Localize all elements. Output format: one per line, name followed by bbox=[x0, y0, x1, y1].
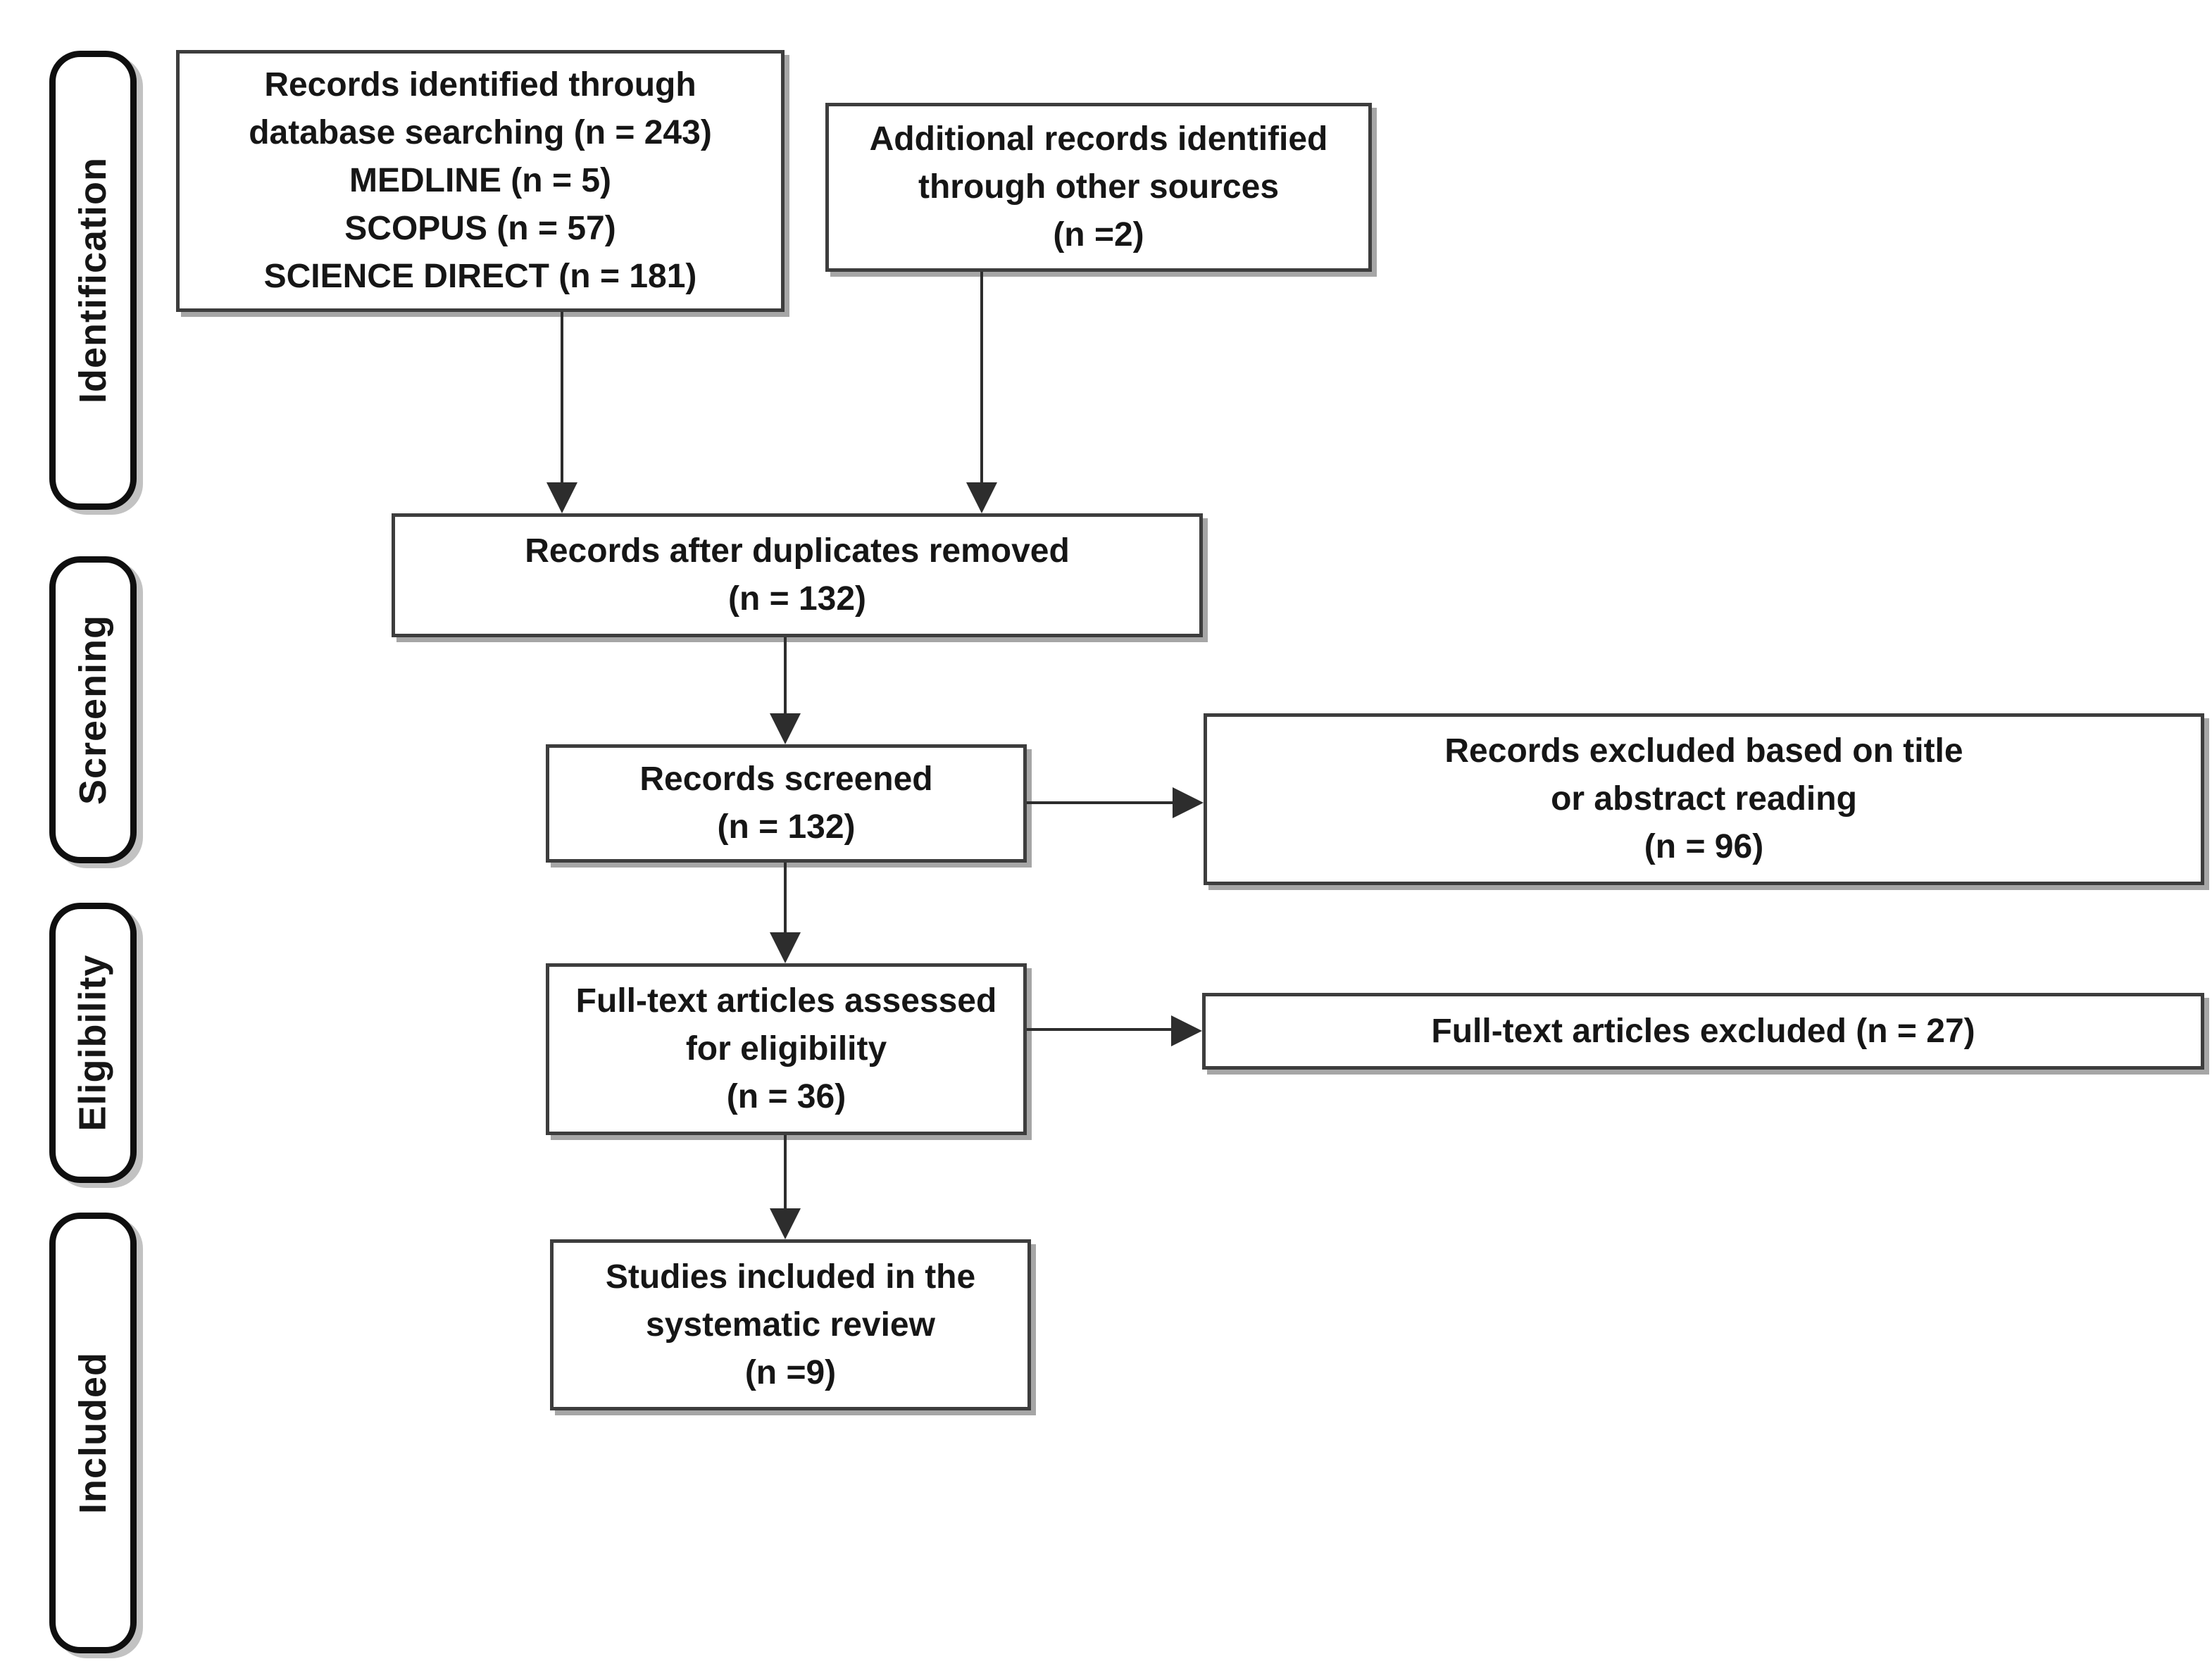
arrow-assessed-to-fulltext-excluded-head-icon bbox=[1171, 1015, 1202, 1046]
arrow-assessed-to-included-line bbox=[784, 1135, 787, 1210]
arrow-screened-to-assessed-head-icon bbox=[770, 932, 801, 963]
stage-screening-label: Screening bbox=[72, 614, 114, 806]
box-fulltext-excluded: Full-text articles excluded (n = 27) bbox=[1202, 993, 2204, 1070]
box-fulltext-assessed-text: Full-text articles assessed for eligibil… bbox=[575, 982, 997, 1115]
box-fulltext-assessed: Full-text articles assessed for eligibil… bbox=[546, 963, 1027, 1135]
arrow-screened-to-excluded-line bbox=[1027, 801, 1174, 804]
arrow-screened-to-assessed-line bbox=[784, 863, 787, 934]
arrow-identified-to-duplicates-line bbox=[561, 312, 563, 484]
box-fulltext-excluded-text: Full-text articles excluded (n = 27) bbox=[1431, 1012, 1975, 1050]
stage-eligibility: Eligibility bbox=[49, 903, 137, 1183]
arrow-assessed-to-fulltext-excluded-line bbox=[1027, 1028, 1173, 1031]
box-records-screened: Records screened (n = 132) bbox=[546, 744, 1027, 863]
stage-identification: Identification bbox=[49, 51, 137, 510]
arrow-additional-to-duplicates-line bbox=[980, 272, 983, 484]
arrow-duplicates-to-screened-line bbox=[784, 637, 787, 715]
stage-eligibility-label: Eligibility bbox=[72, 954, 114, 1132]
arrow-duplicates-to-screened-head-icon bbox=[770, 713, 801, 744]
stage-included-label: Included bbox=[72, 1351, 115, 1515]
box-records-excluded-text: Records excluded based on title or abstr… bbox=[1444, 732, 1963, 865]
box-studies-included: Studies included in the systematic revie… bbox=[550, 1239, 1031, 1410]
stage-identification-label: Identification bbox=[72, 157, 114, 403]
box-studies-included-text: Studies included in the systematic revie… bbox=[605, 1258, 976, 1391]
box-records-identified-text: Records identified through database sear… bbox=[249, 66, 712, 295]
stage-included: Included bbox=[49, 1213, 137, 1653]
box-additional-records-text: Additional records identified through ot… bbox=[869, 120, 1328, 253]
box-records-after-duplicates-text: Records after duplicates removed (n = 13… bbox=[525, 532, 1070, 618]
box-records-after-duplicates: Records after duplicates removed (n = 13… bbox=[392, 513, 1203, 637]
stage-screening: Screening bbox=[49, 556, 137, 863]
box-records-screened-text: Records screened (n = 132) bbox=[639, 760, 933, 846]
box-additional-records: Additional records identified through ot… bbox=[825, 103, 1372, 272]
arrow-additional-to-duplicates-head-icon bbox=[966, 482, 997, 513]
box-records-identified: Records identified through database sear… bbox=[176, 50, 785, 312]
arrow-screened-to-excluded-head-icon bbox=[1173, 787, 1204, 818]
arrow-assessed-to-included-head-icon bbox=[770, 1208, 801, 1239]
arrow-identified-to-duplicates-head-icon bbox=[546, 482, 577, 513]
box-records-excluded: Records excluded based on title or abstr… bbox=[1204, 713, 2204, 885]
